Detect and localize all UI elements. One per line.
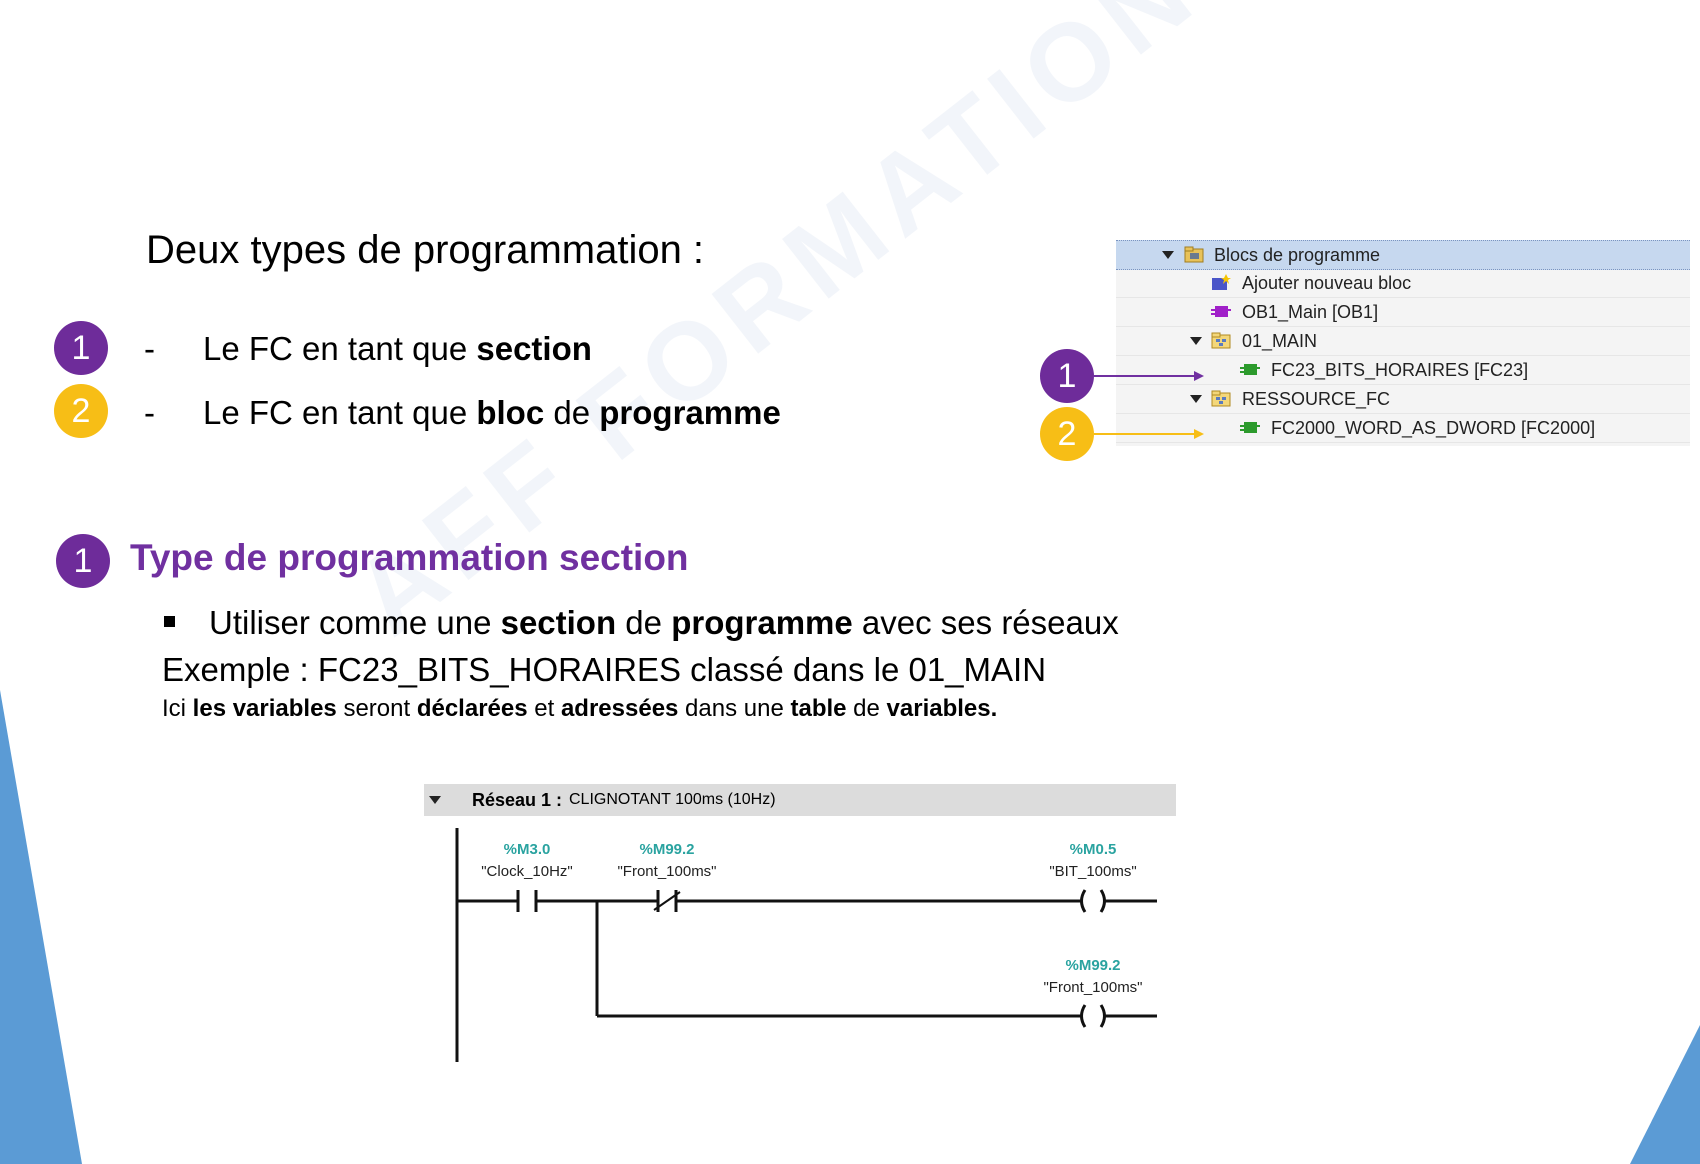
square-bullet-icon: [164, 615, 175, 627]
tree-marker-2: 2: [1040, 407, 1094, 461]
collapse-arrow-icon[interactable]: [429, 796, 441, 804]
ob-block-icon: [1211, 306, 1231, 317]
coil-2-address: %M99.2: [1065, 957, 1120, 974]
network-comment: CLIGNOTANT 100ms (10Hz): [569, 791, 776, 808]
add-block-icon: [1212, 274, 1231, 290]
network-header[interactable]: Réseau 1 : CLIGNOTANT 100ms (10Hz): [424, 784, 1176, 816]
bullet-dash: -: [144, 330, 155, 367]
number-badge-2: 2: [54, 384, 108, 438]
bullet-fc-section: Le FC en tant que section: [203, 330, 592, 367]
tree-item-ob1-main[interactable]: OB1_Main [OB1]: [1116, 298, 1690, 327]
contact-2-address: %M99.2: [639, 841, 694, 858]
section-line-1: Utiliser comme une section de programme …: [164, 604, 1119, 642]
section-line-2: Exemple : FC23_BITS_HORAIRES classé dans…: [162, 651, 1047, 688]
contact-nc[interactable]: [653, 890, 681, 912]
contact-no[interactable]: [516, 890, 538, 912]
group-folder-icon: [1211, 332, 1231, 349]
contact-1-address: %M3.0: [504, 841, 551, 858]
decor-triangle-left: [0, 690, 82, 1164]
folder-blocks-icon: [1184, 246, 1204, 263]
tree-marker-1: 1: [1040, 349, 1094, 403]
tree-item-fc23[interactable]: FC23_BITS_HORAIRES [FC23]: [1116, 356, 1690, 385]
tree-item-ressource-fc[interactable]: RESSOURCE_FC: [1116, 385, 1690, 414]
expand-arrow-icon[interactable]: [1190, 395, 1202, 403]
bullet-dash: -: [144, 394, 155, 431]
tree-item-blocs-de-programme[interactable]: Blocs de programme: [1116, 240, 1690, 270]
decor-triangle-right: [1630, 1025, 1700, 1164]
bullet-fc-bloc: Le FC en tant que bloc de programme: [203, 394, 781, 431]
project-tree: Blocs de programme Ajouter nouveau bloc …: [1116, 240, 1690, 446]
number-badge-section: 1: [56, 534, 110, 588]
expand-arrow-icon[interactable]: [1162, 251, 1174, 259]
section-heading: Type de programmation section: [130, 537, 689, 578]
coil[interactable]: [1080, 1004, 1106, 1028]
coil-2-symbol: "Front_100ms": [1043, 979, 1142, 996]
contact-2-symbol: "Front_100ms": [617, 863, 716, 880]
coil-1-symbol: "BIT_100ms": [1049, 863, 1136, 880]
tree-item-fc2000[interactable]: FC2000_WORD_AS_DWORD [FC2000]: [1116, 414, 1690, 443]
expand-arrow-icon[interactable]: [1190, 337, 1202, 345]
slide-title: Deux types de programmation :: [146, 228, 705, 272]
fc-block-icon: [1240, 422, 1260, 433]
network-label: Réseau 1 :: [472, 790, 563, 810]
group-folder-icon: [1211, 390, 1231, 407]
contact-1-symbol: "Clock_10Hz": [481, 863, 573, 880]
fc-block-icon: [1240, 364, 1260, 375]
number-badge-1: 1: [54, 321, 108, 375]
coil[interactable]: [1080, 889, 1106, 913]
tree-item-ajouter-nouveau-bloc[interactable]: Ajouter nouveau bloc: [1116, 269, 1690, 298]
tree-item-01-main[interactable]: 01_MAIN: [1116, 327, 1690, 356]
arrow-icon: [1094, 429, 1204, 439]
section-line-3: Ici les variables seront déclarées et ad…: [162, 695, 998, 722]
arrow-icon: [1094, 371, 1204, 381]
ladder-diagram: %M3.0 "Clock_10Hz" %M99.2 "Front_100ms" …: [455, 828, 1157, 1062]
coil-1-address: %M0.5: [1070, 841, 1117, 858]
